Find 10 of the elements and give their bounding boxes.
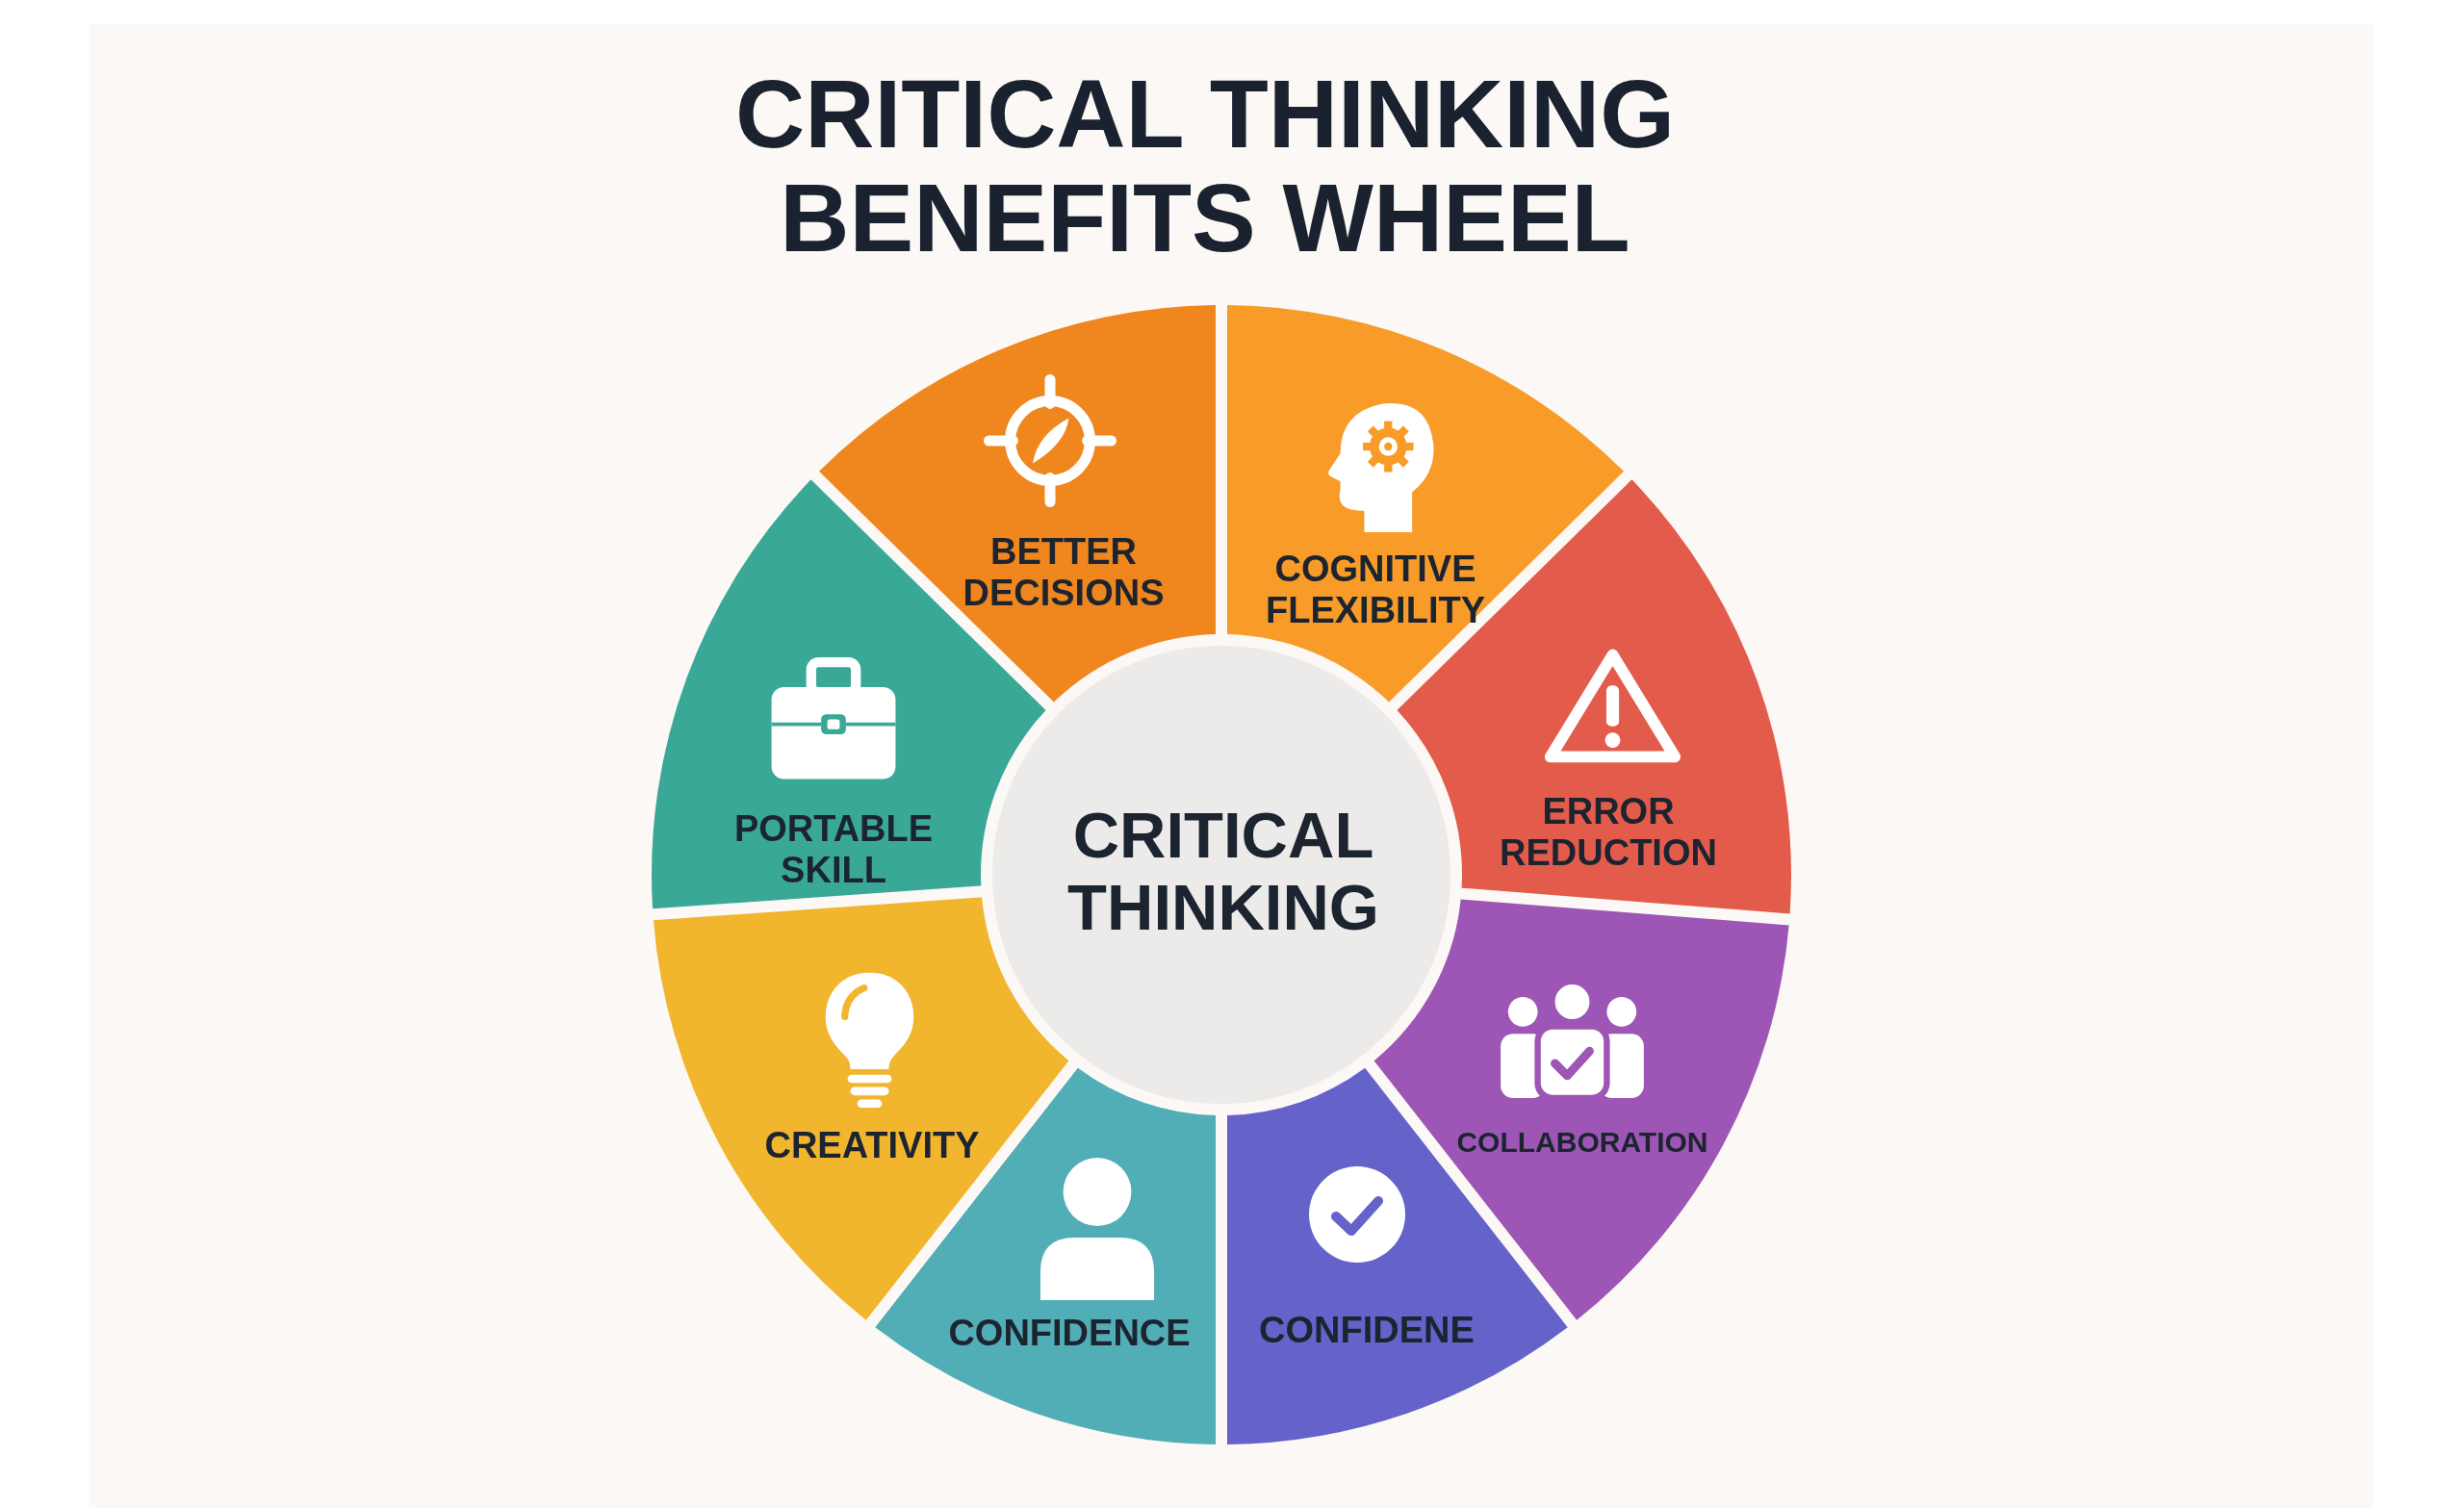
segment-label: COLLABORATION [1455, 1126, 1709, 1159]
segment-label: BETTER DECISIONS [962, 531, 1166, 614]
segment-label: CONFIDENE [1258, 1309, 1476, 1351]
segment-label: CREATIVITY [763, 1124, 981, 1166]
segment-label: ERROR REDUCTION [1499, 791, 1718, 874]
title: CRITICAL THINKING BENEFITS WHEEL [734, 62, 1676, 269]
segment-label: PORTABLE SKILL [732, 808, 935, 891]
segment-label: COGNITIVE FLEXIBILITY [1265, 549, 1486, 631]
center-label: CRITICAL THINKING [1066, 798, 1380, 944]
segment-label: CONFIDENCE [947, 1312, 1192, 1354]
